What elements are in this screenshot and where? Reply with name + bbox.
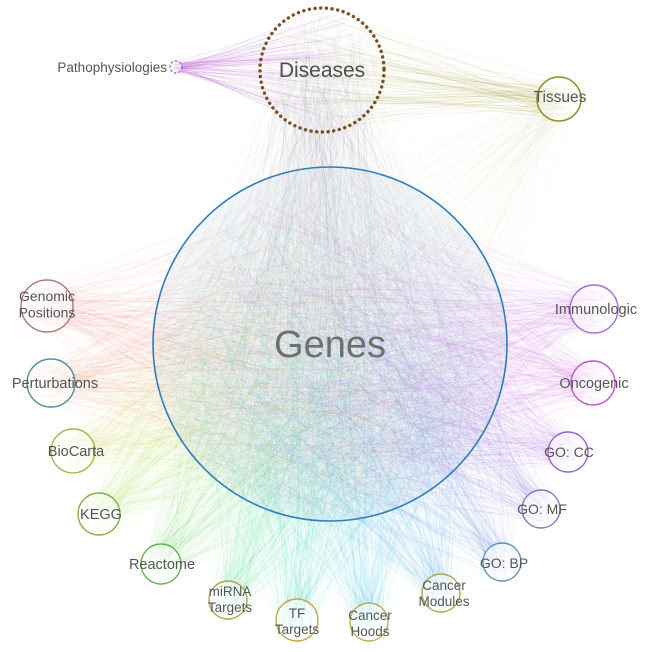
label-pathophysiologies: Pathophysiologies (57, 60, 167, 75)
node-tf_targets[interactable] (275, 598, 319, 642)
node-go_bp[interactable] (482, 542, 522, 582)
node-go_mf[interactable] (521, 489, 561, 529)
label-kegg: KEGG (80, 507, 122, 523)
labels-layer: Genes Diseases PathophysiologiesTissuesGen… (12, 59, 637, 639)
label-biocarta: BioCarta (48, 444, 105, 460)
label-go_cc: GO: CC (544, 444, 594, 460)
node-immunologic[interactable] (569, 284, 619, 334)
node-perturbations[interactable] (26, 358, 76, 408)
label-immunologic: Immunologic (555, 302, 637, 318)
edge-bundle-kegg-genes (80, 176, 497, 531)
node-reactome[interactable] (140, 543, 182, 585)
label-oncogenic: Oncogenic (559, 376, 628, 392)
label-genes: Genes (274, 324, 386, 366)
label-go_bp: GO: BP (480, 555, 528, 571)
label-perturbations: Perturbations (12, 376, 98, 392)
edge-bundle-tf_targets-genes (159, 179, 498, 639)
node-diseases[interactable] (258, 6, 386, 134)
node-go_cc[interactable] (547, 431, 589, 473)
edge-bundle-cancer_modules-genes (164, 176, 497, 611)
node-genes[interactable] (152, 166, 508, 522)
edge-bundle-tissues-genes (172, 80, 579, 507)
node-biocarta[interactable] (50, 428, 96, 474)
nodes-layer (20, 6, 619, 642)
edge-bundle-go_mf-genes (178, 176, 557, 526)
edge-bundle-genomic_positions-genes (24, 174, 487, 507)
node-pathophysiologies[interactable] (169, 60, 183, 74)
node-cancer_modules[interactable] (421, 573, 461, 613)
node-kegg[interactable] (77, 492, 121, 536)
edge-bundle-cancer_hoods-genes (158, 185, 482, 639)
edge-bundle-oncogenic-genes (179, 176, 612, 507)
label-reactome: Reactome (129, 557, 195, 573)
edge-bundle-go_cc-genes (163, 181, 586, 510)
edge-bundle-pathophysiologies-diseases (170, 15, 367, 122)
label-tissues: Tissues (534, 89, 587, 106)
edge-bundle-tissues-diseases (267, 13, 579, 131)
node-mirna_targets[interactable] (208, 580, 248, 620)
label-go_mf: GO: MF (517, 501, 567, 517)
node-genomic_positions[interactable] (20, 279, 74, 333)
edge-bundle-biocarta-genes (53, 175, 482, 508)
edge-bundle-reactome-genes (143, 179, 497, 582)
node-oncogenic[interactable] (570, 360, 616, 406)
node-tissues[interactable] (536, 76, 582, 122)
node-cancer_hoods[interactable] (349, 602, 389, 642)
label-diseases: Diseases (279, 59, 365, 82)
edge-bundle-go_bp-genes (163, 183, 519, 578)
edge-bundle-diseases-genes (158, 14, 501, 511)
